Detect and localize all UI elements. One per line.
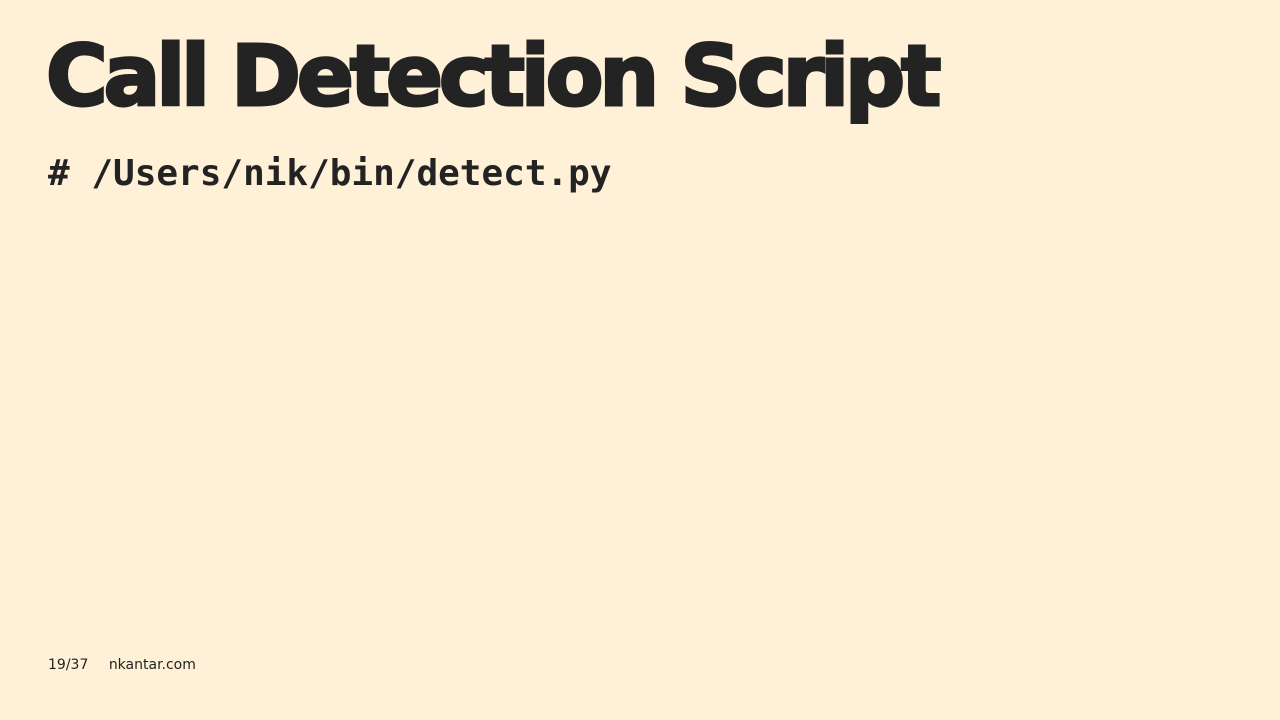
code-line: # /Users/nik/bin/detect.py xyxy=(48,153,612,194)
slide-footer: 19/37 nkantar.com xyxy=(48,655,196,675)
site-label: nkantar.com xyxy=(108,657,196,673)
page-indicator: 19/37 xyxy=(48,657,89,673)
slide-title: Call Detection Script xyxy=(44,27,942,125)
